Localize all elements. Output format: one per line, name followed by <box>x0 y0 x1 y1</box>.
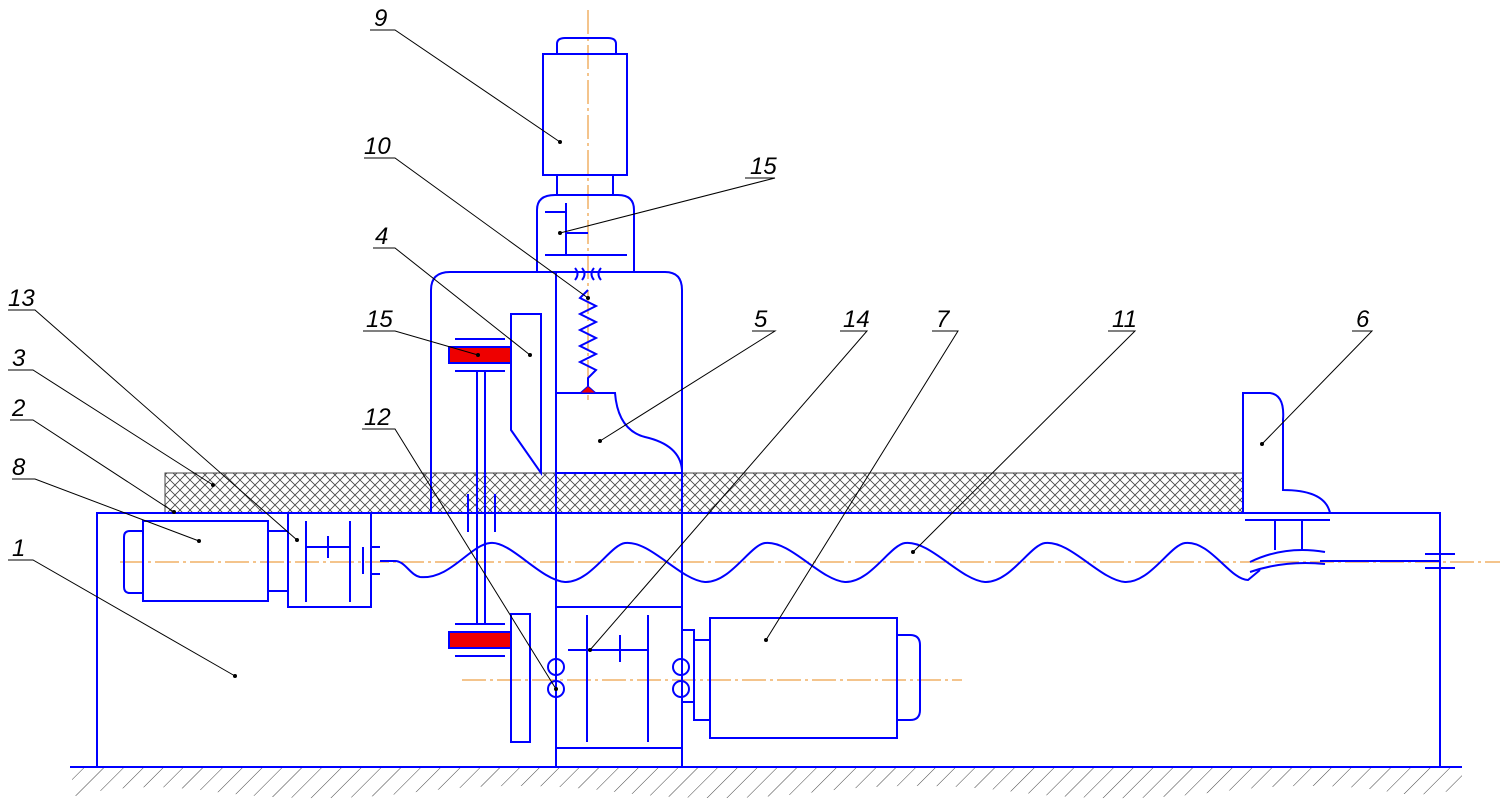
label-15-left: 15 <box>366 306 393 333</box>
motor-7 <box>693 617 921 739</box>
column-housing <box>430 271 683 767</box>
label-4: 4 <box>375 223 388 250</box>
motor-8 <box>123 520 289 602</box>
label-7: 7 <box>936 306 951 333</box>
spring-10 <box>574 267 602 394</box>
label-12: 12 <box>364 404 391 431</box>
label-10: 10 <box>364 133 391 160</box>
label-9: 9 <box>374 5 387 32</box>
ground-foundation <box>70 766 1462 799</box>
label-11: 11 <box>1112 306 1137 333</box>
label-15-top: 15 <box>750 153 777 180</box>
label-5: 5 <box>754 306 768 333</box>
gearbox-13 <box>287 512 380 608</box>
label-6: 6 <box>1356 306 1370 333</box>
belt-drive <box>448 338 512 657</box>
reducer-15-top <box>536 194 635 272</box>
motor-9 <box>542 37 628 196</box>
bed-frame <box>96 512 1441 767</box>
leader-lines <box>8 29 1374 690</box>
label-8: 8 <box>12 454 26 481</box>
workpiece-band <box>164 472 1244 514</box>
stop-6 <box>1242 392 1331 514</box>
slider-5 <box>556 392 683 471</box>
label-1: 1 <box>12 535 25 562</box>
lead-screw-11 <box>380 541 1261 584</box>
screw-nut <box>1245 519 1455 573</box>
blade-4 <box>510 313 542 477</box>
gearbox-14 <box>547 615 695 742</box>
axis-lines <box>120 10 1500 681</box>
disc-12 <box>510 613 531 743</box>
label-2: 2 <box>11 395 25 422</box>
label-14: 14 <box>843 306 870 333</box>
label-3: 3 <box>12 345 26 372</box>
label-13: 13 <box>8 285 35 312</box>
label-dots <box>172 140 1264 691</box>
